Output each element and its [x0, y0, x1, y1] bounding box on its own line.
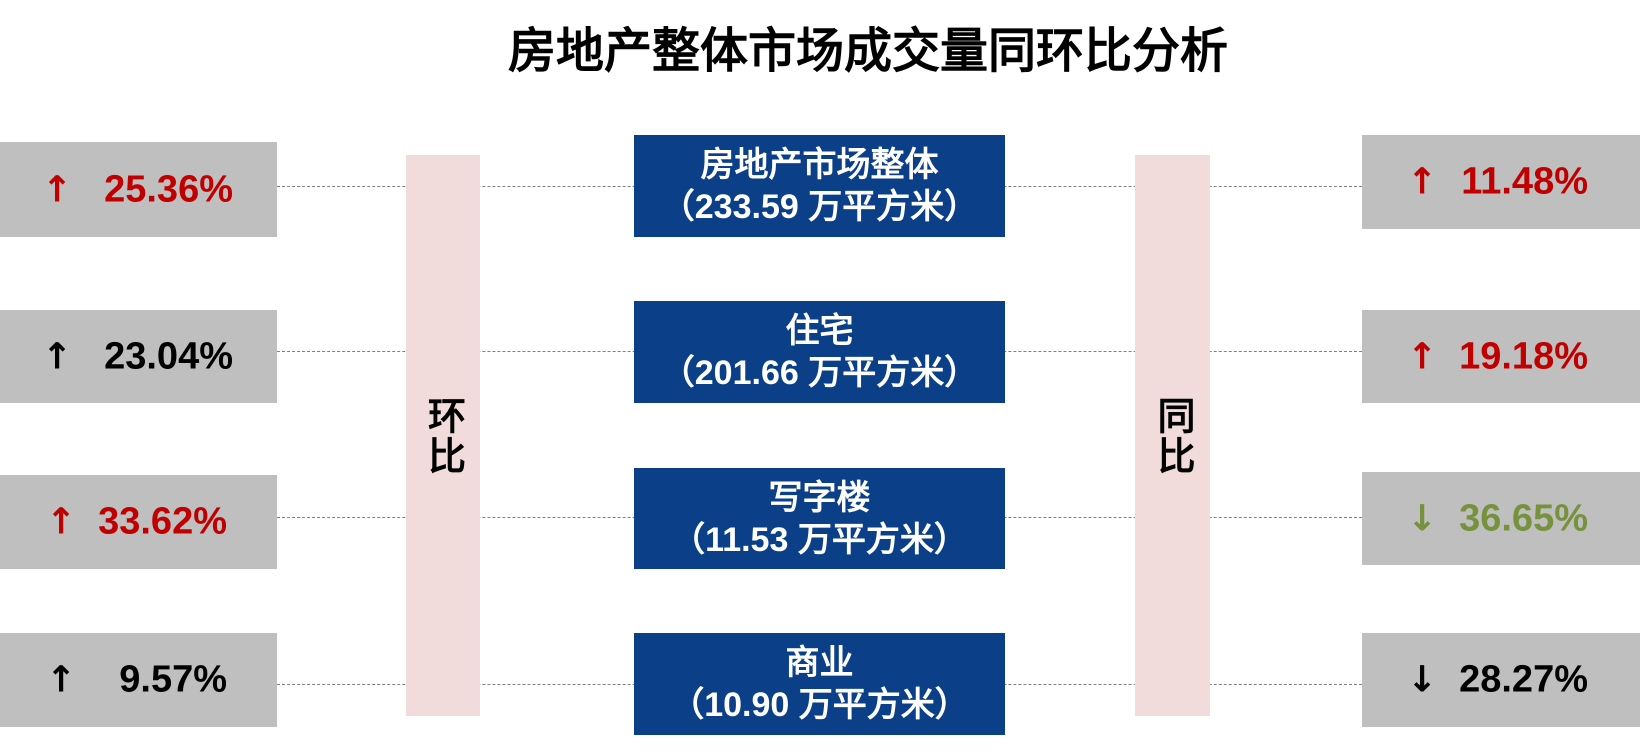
up-arrow-icon: ↑: [42, 336, 73, 377]
mom-value-box-office: ↑ 33.62%: [0, 475, 277, 569]
category-name: 房地产市场整体: [700, 146, 939, 184]
up-arrow-icon: ↑: [46, 501, 77, 543]
category-volume: （233.59 万平方米）: [660, 188, 979, 226]
category-box-commercial: 商业 （10.90 万平方米）: [634, 633, 1005, 735]
yoy-value-box-residential: ↑ 19.18%: [1362, 310, 1640, 403]
mom-value: 33.62%: [98, 500, 227, 543]
up-arrow-icon: ↑: [1407, 161, 1438, 203]
category-box-office: 写字楼 （11.53 万平方米）: [634, 468, 1005, 569]
up-arrow-icon: ↑: [42, 169, 73, 210]
category-volume: （11.53 万平方米）: [671, 520, 968, 559]
category-name: 写字楼: [768, 478, 871, 517]
category-name: 商业: [785, 644, 854, 682]
mom-value-box-overall: ↑ 25.36%: [0, 142, 277, 237]
up-arrow-icon: ↑: [1407, 336, 1438, 377]
mom-value: 23.04%: [104, 335, 233, 377]
yoy-value-box-commercial: ↓ 28.27%: [1362, 633, 1640, 727]
mom-value: 25.36%: [104, 168, 233, 210]
yoy-value: 36.65%: [1459, 497, 1588, 539]
category-name: 住宅: [785, 312, 854, 350]
mom-value-box-commercial: ↑ 9.57%: [0, 633, 277, 727]
category-box-residential: 住宅 （201.66 万平方米）: [634, 301, 1005, 403]
yoy-value: 28.27%: [1459, 658, 1588, 701]
category-box-overall: 房地产市场整体 （233.59 万平方米）: [634, 135, 1005, 237]
mom-label: 环比: [421, 395, 464, 476]
yoy-value: 19.18%: [1459, 335, 1588, 377]
down-arrow-icon: ↓: [1407, 498, 1438, 539]
yoy-label: 同比: [1151, 395, 1193, 476]
category-volume: （201.66 万平方米）: [660, 354, 979, 392]
mom-value-box-residential: ↑ 23.04%: [0, 310, 277, 403]
down-arrow-icon: ↓: [1407, 659, 1438, 701]
yoy-value: 11.48%: [1461, 160, 1588, 203]
mom-label-bar: 环比: [406, 155, 480, 716]
yoy-value-box-overall: ↑ 11.48%: [1362, 135, 1640, 229]
yoy-value-box-office: ↓ 36.65%: [1362, 472, 1640, 565]
page-title: 房地产整体市场成交量同环比分析: [507, 25, 1229, 78]
up-arrow-icon: ↑: [46, 659, 77, 701]
yoy-label-bar: 同比: [1135, 155, 1210, 716]
category-volume: （10.90 万平方米）: [670, 686, 969, 724]
mom-value: 9.57%: [119, 658, 227, 701]
